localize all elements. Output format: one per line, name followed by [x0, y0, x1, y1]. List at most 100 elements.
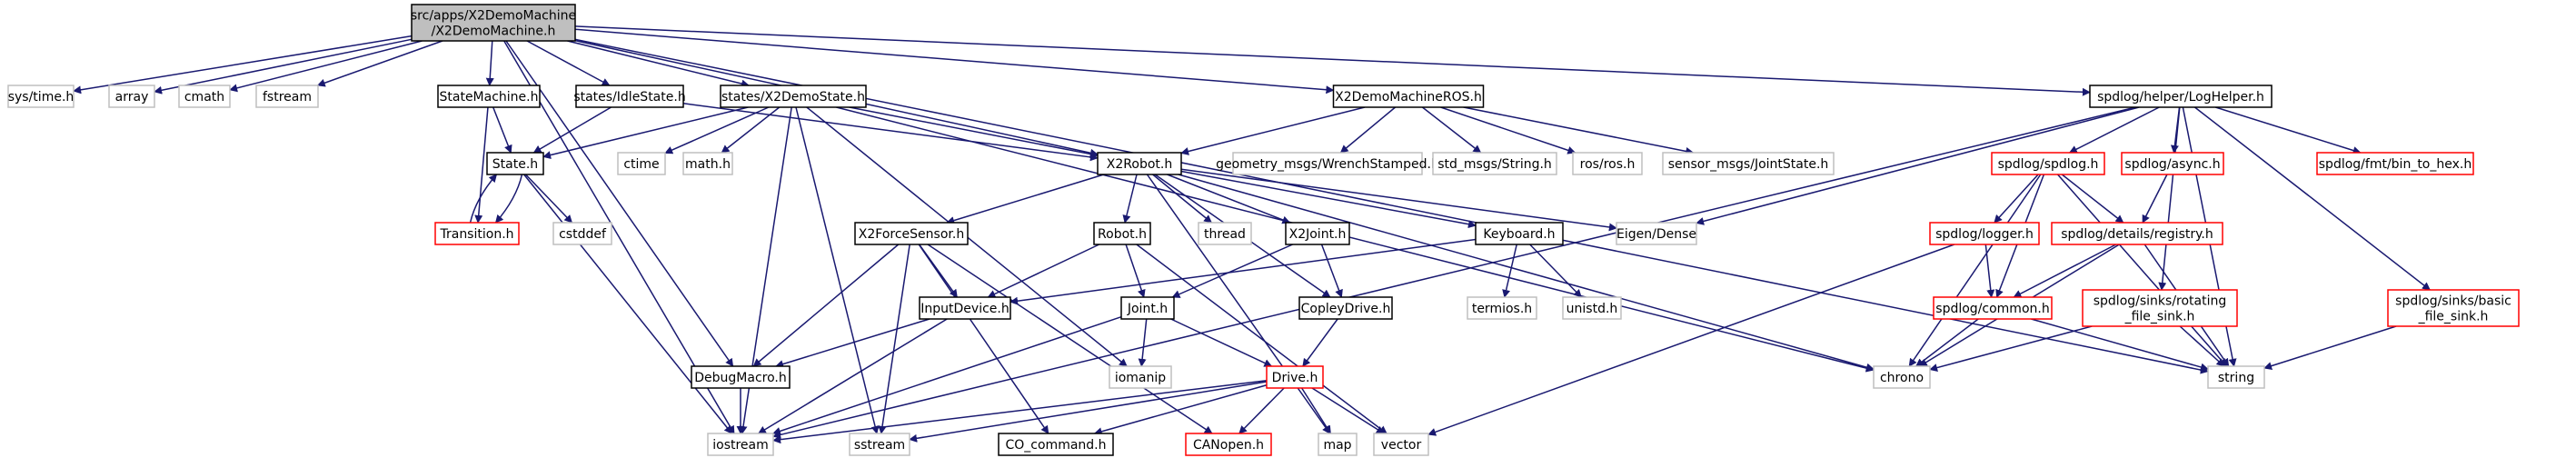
node-label-spdlogh: spdlog/spdlog.h — [1998, 157, 2099, 172]
node-label-thread: thread — [1204, 227, 1246, 242]
node-box-canopen — [1185, 433, 1272, 456]
edge-x2robot-to-eigen — [1180, 168, 1617, 232]
node-basicsink[interactable]: spdlog/sinks/basic_file_sink.h — [2387, 289, 2520, 327]
node-box-sstream — [849, 433, 910, 456]
node-x2demostate[interactable]: states/X2DemoState.h — [720, 85, 867, 108]
node-box-asynch — [2121, 152, 2224, 175]
node-loggerh[interactable]: spdlog/logger.h — [1929, 222, 2040, 245]
edge-drive-to-map — [1300, 387, 1332, 434]
edge-registry-to-commonh — [2013, 244, 2117, 298]
node-thread[interactable]: thread — [1198, 222, 1252, 245]
node-label-basicsink-2: _file_sink.h — [2418, 310, 2489, 324]
edge-jointh-to-drive — [1170, 318, 1273, 367]
node-sstream[interactable]: sstream — [849, 433, 910, 456]
node-chrono[interactable]: chrono — [1873, 365, 1931, 389]
node-label-root-1: src/apps/X2DemoMachine — [411, 9, 576, 24]
node-statemachine[interactable]: StateMachine.h — [437, 85, 541, 108]
node-label-asynch: spdlog/async.h — [2124, 157, 2220, 172]
edge-x2demomachineros-to-stdmsgs — [1421, 106, 1482, 154]
node-drive[interactable]: Drive.h — [1266, 365, 1324, 389]
edge-x2demostate-to-ctime — [664, 106, 770, 154]
node-vector[interactable]: vector — [1373, 433, 1429, 456]
node-iomanip[interactable]: iomanip — [1109, 365, 1172, 389]
node-x2demomachineros[interactable]: X2DemoMachineROS.h — [1332, 85, 1485, 108]
node-unistd[interactable]: unistd.h — [1562, 296, 1622, 320]
edge-idlestate-to-state — [532, 106, 612, 154]
node-box-thread — [1198, 222, 1252, 245]
node-transition[interactable]: Transition.h — [434, 222, 520, 245]
edge-robot-to-inputdevice — [987, 244, 1100, 298]
node-keyboard[interactable]: Keyboard.h — [1475, 222, 1564, 245]
node-box-string — [2207, 365, 2265, 389]
node-label-loghelper: spdlog/helper/LogHelper.h — [2097, 90, 2264, 105]
node-state[interactable]: State.h — [486, 152, 544, 175]
node-label-x2demostate: states/X2DemoState.h — [721, 90, 865, 105]
node-systime[interactable]: sys/time.h — [7, 85, 75, 108]
node-spdlogh[interactable]: spdlog/spdlog.h — [1991, 152, 2105, 175]
node-debugmacro[interactable]: DebugMacro.h — [691, 365, 791, 389]
node-x2joint[interactable]: X2Joint.h — [1285, 222, 1350, 245]
node-stdmsgs[interactable]: std_msgs/String.h — [1432, 152, 1557, 175]
edge-loggerh-to-commonh — [1984, 244, 1995, 298]
node-box-unistd — [1562, 296, 1622, 320]
node-mathh[interactable]: math.h — [682, 152, 733, 175]
node-box-sensormsgs — [1662, 152, 1835, 175]
node-label-loggerh: spdlog/logger.h — [1935, 227, 2034, 242]
node-robot[interactable]: Robot.h — [1093, 222, 1151, 245]
node-fmtbin[interactable]: spdlog/fmt/bin_to_hex.h — [2316, 152, 2474, 175]
node-box-iomanip — [1109, 365, 1172, 389]
node-forcesensor[interactable]: X2ForceSensor.h — [854, 222, 969, 245]
node-ctime[interactable]: ctime — [617, 152, 666, 175]
node-sensormsgs[interactable]: sensor_msgs/JointState.h — [1662, 152, 1835, 175]
edge-state-to-iostream — [523, 174, 732, 434]
node-inputdevice[interactable]: InputDevice.h — [919, 296, 1011, 320]
node-box-termios — [1467, 296, 1537, 320]
node-commonh[interactable]: spdlog/common.h — [1933, 296, 2053, 320]
edge-forcesensor-to-canopen — [927, 244, 1213, 434]
node-eigen[interactable]: Eigen/Dense — [1616, 222, 1697, 245]
node-registry[interactable]: spdlog/details/registry.h — [2051, 222, 2223, 245]
node-label-transition: Transition.h — [439, 227, 513, 242]
node-jointh[interactable]: Joint.h — [1120, 296, 1175, 320]
edge-statemachine-to-state — [492, 106, 512, 154]
node-box-cmath — [178, 85, 231, 108]
edge-x2joint-to-copley — [1320, 244, 1343, 298]
node-box-copley — [1298, 296, 1393, 320]
edge-spdlogh-to-loggerh — [1994, 174, 2039, 224]
edge-drive-to-iostream — [772, 380, 1268, 444]
edge-spdlogh-to-string — [2057, 174, 2228, 367]
node-cmath[interactable]: cmath — [178, 85, 231, 108]
node-label-inputdevice: InputDevice.h — [920, 302, 1009, 316]
node-map[interactable]: map — [1318, 433, 1358, 456]
node-string[interactable]: string — [2207, 365, 2265, 389]
node-idlestate[interactable]: states/IdleState.h — [573, 85, 686, 108]
node-cstddef[interactable]: cstddef — [552, 222, 612, 245]
node-asynch[interactable]: spdlog/async.h — [2121, 152, 2224, 175]
node-rotating[interactable]: spdlog/sinks/rotating_file_sink.h — [2082, 289, 2238, 327]
edge-forcesensor-to-sstream — [878, 244, 910, 434]
node-label-unistd: unistd.h — [1566, 302, 1618, 316]
node-iostream[interactable]: iostream — [707, 433, 774, 456]
node-copley[interactable]: CopleyDrive.h — [1298, 296, 1393, 320]
node-rosh[interactable]: ros/ros.h — [1572, 152, 1643, 175]
node-loghelper[interactable]: spdlog/helper/LogHelper.h — [2089, 85, 2273, 108]
node-array[interactable]: array — [108, 85, 155, 108]
edge-x2robot-to-robot — [1122, 174, 1138, 224]
node-root[interactable]: src/apps/X2DemoMachine/X2DemoMachine.h — [411, 4, 576, 42]
node-cocommand[interactable]: CO_command.h — [998, 433, 1114, 456]
node-termios[interactable]: termios.h — [1467, 296, 1537, 320]
node-label-canopen: CANopen.h — [1193, 438, 1264, 453]
node-x2robot[interactable]: X2Robot.h — [1097, 152, 1182, 175]
edge-x2demostate-to-x2robot — [849, 106, 1099, 158]
node-fstream[interactable]: fstream — [255, 85, 319, 108]
edge-keyboard-to-termios — [1502, 244, 1517, 298]
node-box-chrono — [1873, 365, 1931, 389]
node-box-loggerh — [1929, 222, 2040, 245]
node-label-statemachine: StateMachine.h — [440, 90, 539, 105]
node-label-iostream: iostream — [712, 438, 769, 453]
node-geomsgs[interactable]: geometry_msgs/WrenchStamped.h — [1216, 152, 1439, 175]
node-canopen[interactable]: CANopen.h — [1185, 433, 1272, 456]
edge-rotating-to-string — [2179, 325, 2225, 367]
edge-x2robot-to-map — [1146, 174, 1331, 434]
